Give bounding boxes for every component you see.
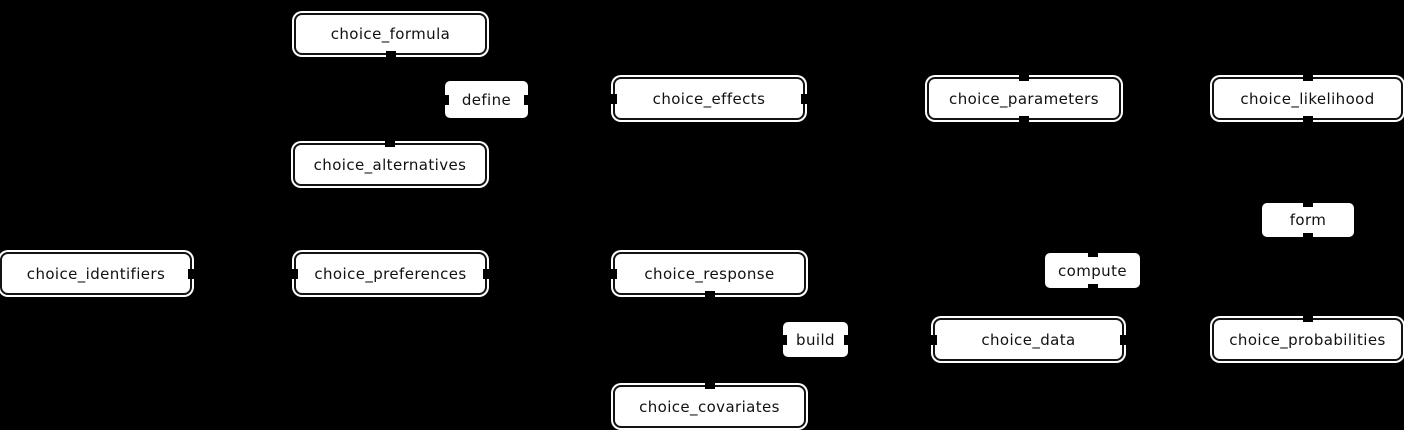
edge-label-text: compute	[1058, 261, 1127, 280]
node-label: choice_data	[981, 330, 1076, 349]
node-choice-alternatives: choice_alternatives	[293, 143, 487, 186]
node-label: choice_formula	[330, 25, 451, 43]
node-choice-covariates: choice_covariates	[613, 385, 806, 428]
node-label: choice_effects	[652, 89, 766, 108]
node-label: choice_alternatives	[313, 155, 467, 174]
node-label: choice_covariates	[639, 397, 780, 416]
node-label: choice_likelihood	[1240, 89, 1375, 108]
node-label: choice_probabilities	[1229, 330, 1386, 349]
edge-label-text: build	[796, 330, 835, 349]
node-choice-formula: choice_formula	[294, 13, 487, 55]
edge-label-compute: compute	[1045, 253, 1140, 288]
node-label: choice_parameters	[949, 89, 1099, 108]
edge-label-text: define	[461, 90, 512, 109]
node-choice-data: choice_data	[933, 318, 1124, 361]
edge-label-text: form	[1289, 211, 1327, 229]
node-choice-effects: choice_effects	[613, 77, 805, 120]
node-choice-parameters: choice_parameters	[927, 77, 1121, 120]
node-label: choice_response	[644, 264, 775, 283]
edge-label-build: build	[783, 322, 848, 357]
node-label: choice_preferences	[314, 264, 467, 283]
node-choice-probabilities: choice_probabilities	[1212, 318, 1403, 361]
edge-label-form: form	[1262, 203, 1354, 237]
node-choice-response: choice_response	[613, 252, 806, 295]
node-choice-likelihood: choice_likelihood	[1212, 77, 1403, 120]
edge-label-define: define	[445, 81, 528, 118]
node-choice-preferences: choice_preferences	[294, 252, 487, 295]
node-label: choice_identifiers	[26, 264, 166, 283]
node-choice-identifiers: choice_identifiers	[0, 252, 192, 295]
